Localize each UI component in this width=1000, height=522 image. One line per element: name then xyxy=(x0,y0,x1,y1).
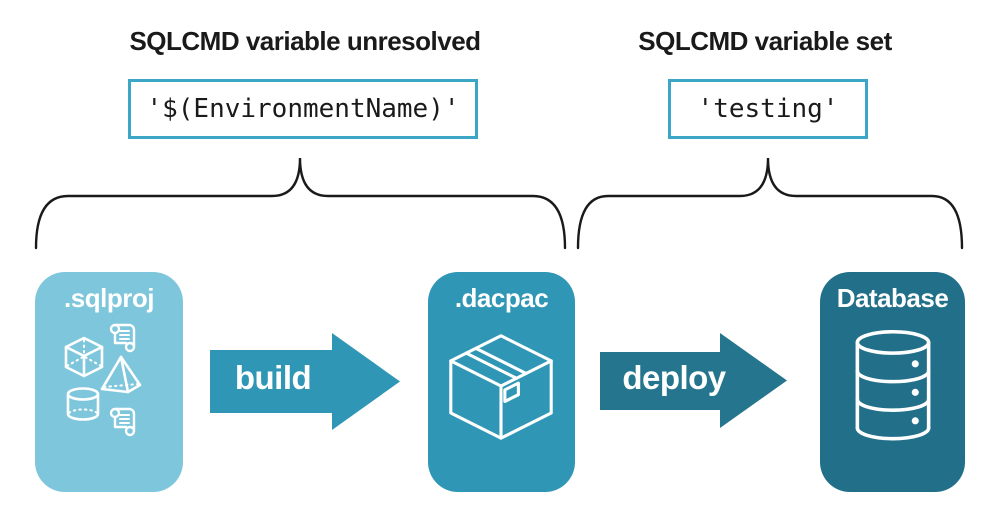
code-box-unresolved: '$(EnvironmentName)' xyxy=(128,79,478,139)
deploy-arrow-shape xyxy=(600,333,787,428)
code-box-set: 'testing' xyxy=(668,79,868,139)
package-icon xyxy=(449,334,553,440)
database-icon xyxy=(855,329,931,441)
sql-script-icon-bottom xyxy=(109,407,136,437)
cylinder-icon xyxy=(66,387,100,421)
pyramid-icon xyxy=(100,355,142,394)
stage-dacpac: .dacpac xyxy=(428,272,575,492)
sql-objects-icon xyxy=(64,323,142,437)
heading-sqlcmd-unresolved: SQLCMD variable unresolved xyxy=(129,26,481,56)
sql-script-icon-top xyxy=(109,323,136,353)
deploy-arrow xyxy=(600,333,787,428)
code-value-set: 'testing' xyxy=(697,94,839,124)
right-brace xyxy=(576,157,964,250)
build-arrow-shape xyxy=(210,333,400,430)
dacpac-label: .dacpac xyxy=(454,283,549,313)
database-label: Database xyxy=(836,283,949,313)
build-arrow xyxy=(210,333,400,430)
left-brace xyxy=(34,157,567,250)
stage-database: Database xyxy=(820,272,965,492)
stage-sqlproj: .sqlproj xyxy=(35,272,183,492)
deploy-label: deploy xyxy=(622,359,726,396)
build-label: build xyxy=(234,359,312,396)
code-value-unresolved: '$(EnvironmentName)' xyxy=(146,94,460,124)
heading-sqlcmd-set: SQLCMD variable set xyxy=(638,26,892,56)
sqlproj-label: .sqlproj xyxy=(64,283,154,313)
cube-icon xyxy=(64,336,104,378)
